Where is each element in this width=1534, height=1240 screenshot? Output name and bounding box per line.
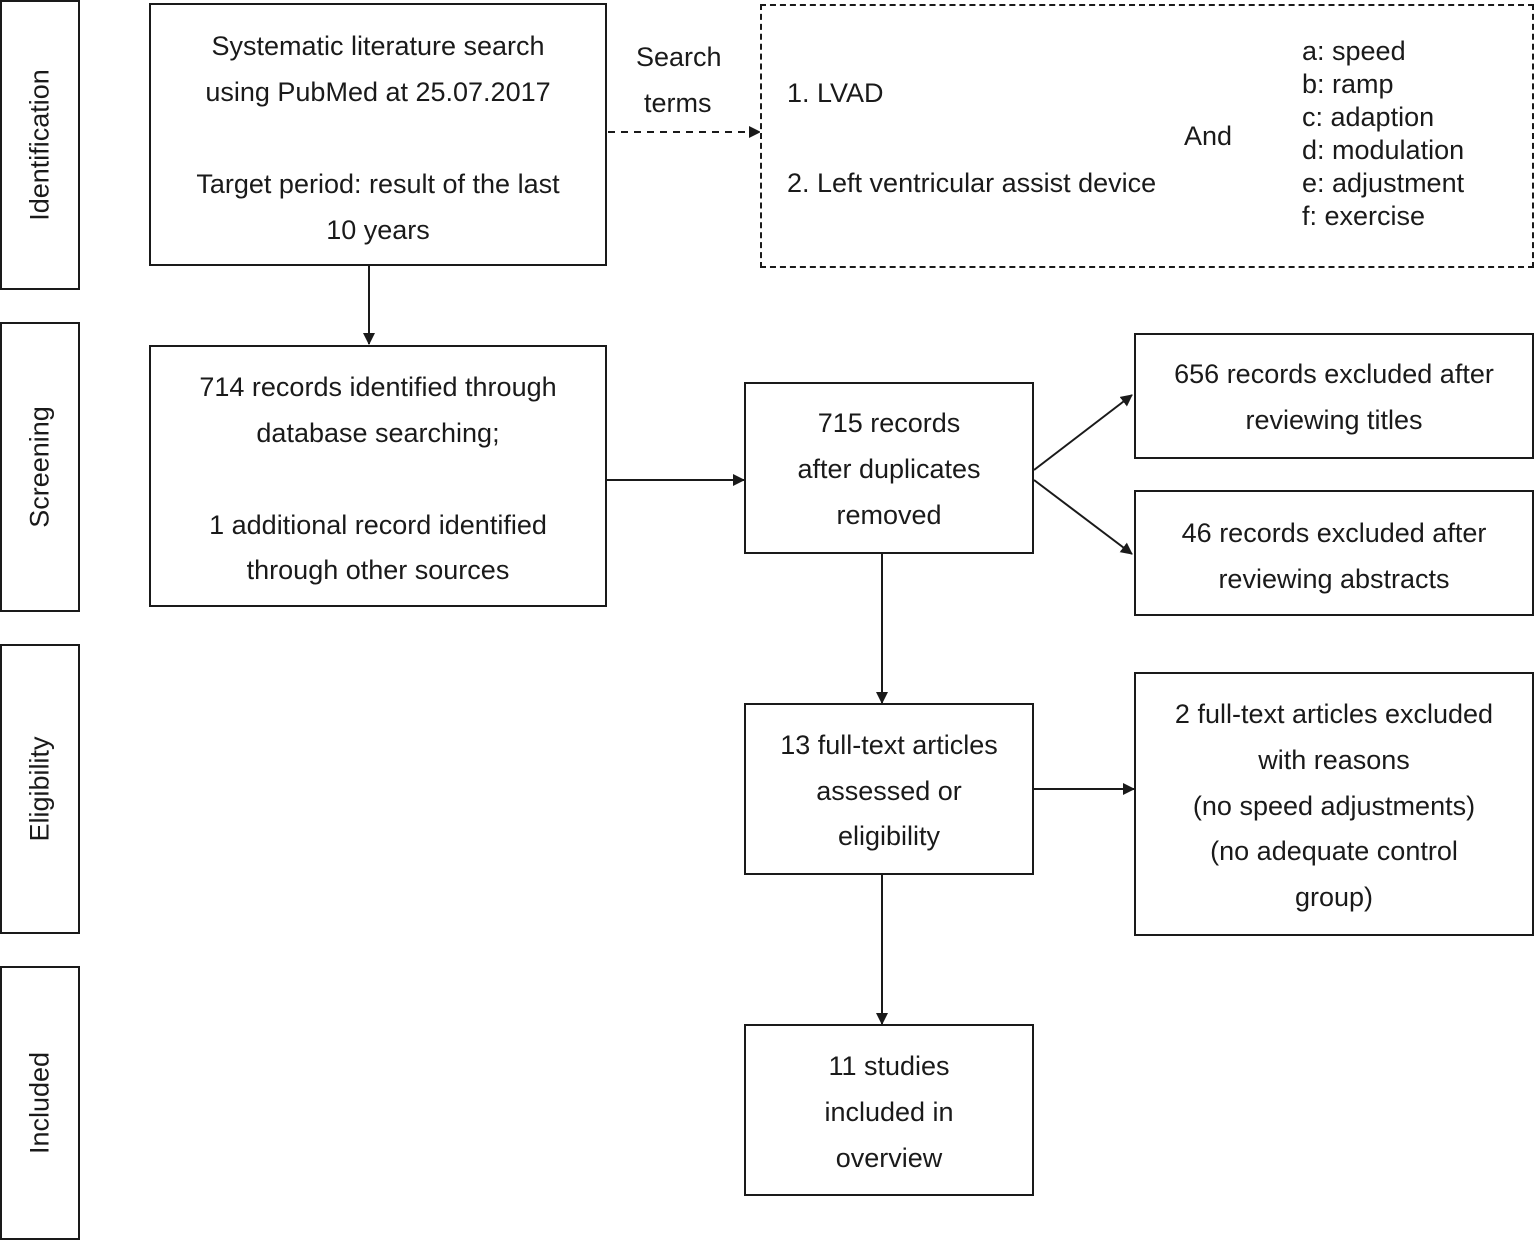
- fulltext-excluded-line3: (no speed adjustments): [1192, 791, 1476, 821]
- arrow-dedup-to-excluded-titles: [1033, 394, 1133, 471]
- arrow-dedup-to-excluded-abstracts: [1033, 479, 1133, 555]
- excluded-abstracts-line2: reviewing abstracts: [1218, 564, 1450, 594]
- fulltext-excluded-line4: (no adequate control: [1210, 836, 1458, 866]
- stage-eligibility: Eligibility: [0, 644, 80, 934]
- keyword-item: e: adjustment: [1302, 168, 1465, 198]
- term-left-ventricular-assist-device: 2. Left ventricular assist device: [787, 168, 1157, 198]
- stage-included: Included: [0, 966, 80, 1240]
- search-terms-box: 1. LVAD 2. Left ventricular assist devic…: [760, 4, 1534, 268]
- search-box: Systematic literature search using PubMe…: [149, 3, 607, 266]
- records-line4: through other sources: [246, 555, 510, 585]
- stage-identification: Identification: [0, 0, 80, 290]
- search-terms-label-line1: Search: [636, 42, 722, 72]
- search-box-line1: Systematic literature search: [211, 31, 545, 61]
- keyword-item: c: adaption: [1302, 102, 1435, 132]
- fulltext-excluded-line2: with reasons: [1258, 745, 1410, 775]
- term-lvad: 1. LVAD: [787, 78, 884, 108]
- fulltext-excluded-box: 2 full-text articles excluded with reaso…: [1134, 672, 1534, 936]
- excluded-titles-line1: 656 records excluded after: [1174, 359, 1494, 389]
- excluded-titles-line2: reviewing titles: [1245, 405, 1423, 435]
- fulltext-line1: 13 full-text articles: [780, 730, 998, 760]
- fulltext-line2: assessed or: [816, 776, 962, 806]
- fulltext-excluded-line5: group): [1294, 882, 1374, 912]
- duplicates-removed-box: 715 records after duplicates removed: [744, 382, 1034, 554]
- fulltext-excluded-line1: 2 full-text articles excluded: [1174, 699, 1494, 729]
- excluded-abstracts-box: 46 records excluded after reviewing abst…: [1134, 490, 1534, 616]
- search-box-line2: using PubMed at 25.07.2017: [205, 77, 551, 107]
- search-box-line3: Target period: result of the last: [196, 169, 560, 199]
- excluded-abstracts-line1: 46 records excluded after: [1181, 518, 1487, 548]
- records-line1: 714 records identified through: [199, 372, 557, 402]
- fulltext-assessed-box: 13 full-text articles assessed or eligib…: [744, 703, 1034, 875]
- keyword-item: b: ramp: [1302, 69, 1394, 99]
- records-line2: database searching;: [256, 418, 500, 448]
- included-studies-box: 11 studies included in overview: [744, 1024, 1034, 1196]
- keyword-item: f: exercise: [1302, 201, 1426, 231]
- terms-and-connector: And: [1184, 121, 1233, 151]
- records-line3: 1 additional record identified: [209, 510, 547, 540]
- fulltext-line3: eligibility: [837, 821, 941, 851]
- included-line3: overview: [835, 1143, 943, 1173]
- search-box-line4: 10 years: [326, 215, 430, 245]
- included-line1: 11 studies: [828, 1051, 950, 1081]
- keyword-item: a: speed: [1302, 36, 1406, 66]
- stage-screening: Screening: [0, 322, 80, 612]
- dedup-line1: 715 records: [817, 408, 961, 438]
- keyword-item: d: modulation: [1302, 135, 1465, 165]
- included-line2: included in: [824, 1097, 954, 1127]
- search-terms-label-line2: terms: [644, 88, 712, 118]
- records-identified-box: 714 records identified through database …: [149, 345, 607, 607]
- dedup-line2: after duplicates: [797, 454, 981, 484]
- excluded-titles-box: 656 records excluded after reviewing tit…: [1134, 333, 1534, 459]
- dedup-line3: removed: [836, 500, 942, 530]
